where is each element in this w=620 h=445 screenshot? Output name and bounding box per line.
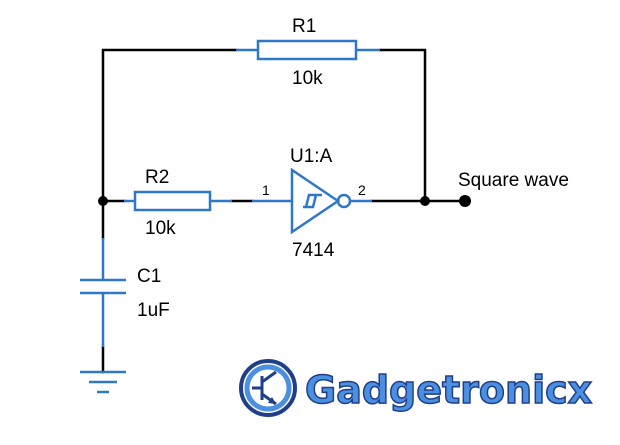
r2-ref: R2 [145, 167, 169, 188]
hysteresis-icon [303, 193, 322, 209]
junction-left [98, 196, 108, 206]
u1-part: 7414 [292, 240, 335, 261]
transistor-logo-icon [239, 359, 297, 417]
logo-text: Gadgetronicx [305, 368, 592, 412]
output-terminal [459, 195, 471, 207]
wires [101, 48, 464, 374]
gadgetronicx-logo: Gadgetronicx [239, 359, 593, 417]
ground-icon [80, 370, 126, 394]
u1-triangle [290, 167, 341, 235]
r1-body [256, 39, 358, 61]
r1-value: 10k [292, 68, 323, 89]
u1-pin-in: 1 [262, 182, 270, 198]
r1-ref: R1 [292, 16, 316, 37]
u1-pin-out: 2 [358, 182, 366, 198]
resistor-r2: R2 10k [124, 167, 232, 239]
schmitt-inverter-u1: 1 2 U1:A 7414 [252, 146, 372, 261]
wire-feedback-right [378, 48, 427, 203]
r2-body [133, 190, 212, 212]
resistor-r1: R1 10k [236, 16, 380, 89]
c1-value: 1uF [137, 300, 170, 321]
wire-feedback-left [101, 48, 238, 202]
r2-value: 10k [145, 218, 176, 239]
junction-right [420, 196, 430, 206]
output-label: Square wave [458, 170, 569, 191]
u1-ref: U1:A [290, 146, 333, 167]
capacitor-c1: C1 1uF [80, 238, 170, 347]
c1-ref: C1 [137, 266, 161, 287]
